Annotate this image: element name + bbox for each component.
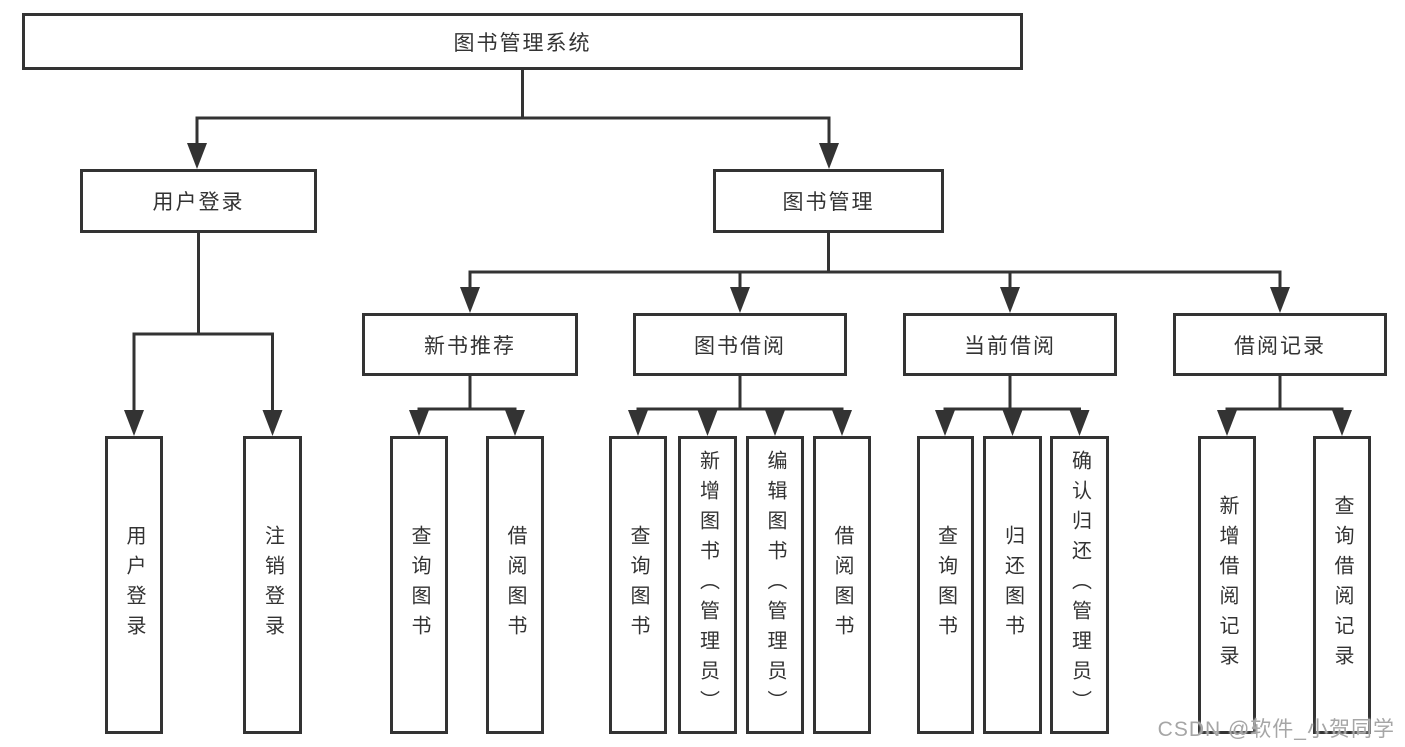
leaf-label: 借阅图书 xyxy=(504,525,526,645)
leaf-label: 用户登录 xyxy=(123,525,145,645)
leaf-label: 借阅图书 xyxy=(831,525,853,645)
leaf-user-login: 用户登录 xyxy=(105,436,163,734)
leaf-query-books-current: 查询图书 xyxy=(917,436,974,734)
leaf-borrow-books-recommend: 借阅图书 xyxy=(486,436,544,734)
arrowheads xyxy=(124,143,1352,436)
leaf-return-book: 归还图书 xyxy=(983,436,1042,734)
leaf-label: 归还图书 xyxy=(1001,525,1024,645)
leaf-label: 查询借阅记录 xyxy=(1331,495,1353,675)
leaf-label: 查询图书 xyxy=(408,525,430,645)
leaf-confirm-return-admin: 确认归还（管理员） xyxy=(1050,436,1109,734)
leaf-add-book-admin: 新增图书（管理员） xyxy=(678,436,737,734)
leaf-label: 编辑图书（管理员） xyxy=(764,450,786,720)
leaf-logout: 注销登录 xyxy=(243,436,302,734)
node-new-book-recommend: 新书推荐 xyxy=(362,313,578,376)
leaf-query-books-recommend: 查询图书 xyxy=(390,436,448,734)
leaf-label: 确认归还（管理员） xyxy=(1068,450,1091,720)
leaf-label: 新增借阅记录 xyxy=(1216,495,1238,675)
leaf-label: 新增图书（管理员） xyxy=(696,450,719,720)
node-current-borrow: 当前借阅 xyxy=(903,313,1117,376)
node-user-login: 用户登录 xyxy=(80,169,317,233)
leaf-label: 查询图书 xyxy=(627,525,649,645)
leaf-borrow-books: 借阅图书 xyxy=(813,436,871,734)
watermark: CSDN @软件_小贺同学 xyxy=(1157,718,1395,741)
node-library-management-system: 图书管理系统 xyxy=(22,13,1023,70)
leaf-query-books-borrow: 查询图书 xyxy=(609,436,667,734)
leaf-query-borrow-record: 查询借阅记录 xyxy=(1313,436,1371,734)
node-book-management: 图书管理 xyxy=(713,169,944,233)
leaf-add-borrow-record: 新增借阅记录 xyxy=(1198,436,1256,734)
leaf-label: 查询图书 xyxy=(934,525,957,645)
node-book-borrow: 图书借阅 xyxy=(633,313,847,376)
leaf-edit-book-admin: 编辑图书（管理员） xyxy=(746,436,804,734)
node-borrow-records: 借阅记录 xyxy=(1173,313,1387,376)
leaf-label: 注销登录 xyxy=(261,525,284,645)
